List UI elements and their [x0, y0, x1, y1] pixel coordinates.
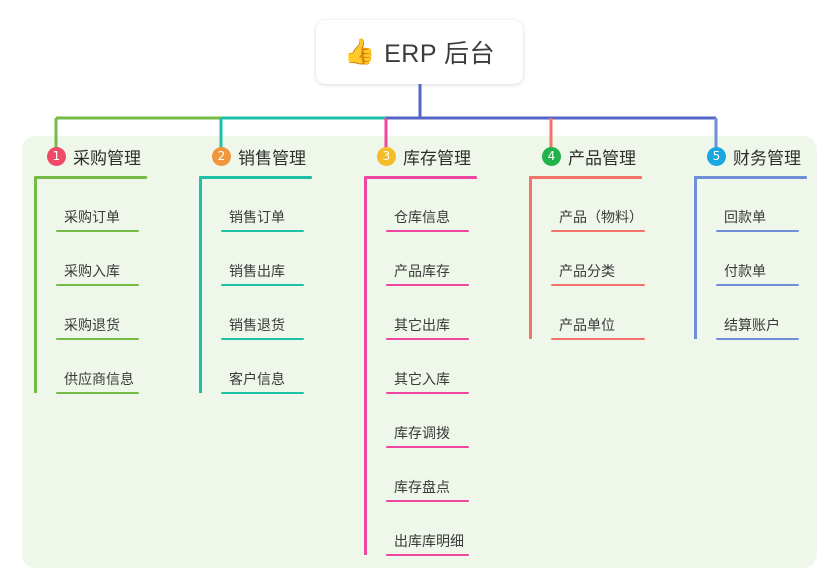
- root-node[interactable]: 👍 ERP 后台: [316, 20, 523, 84]
- leaf-underline: [551, 338, 645, 340]
- leaf-node[interactable]: 库存盘点: [386, 478, 469, 502]
- leaf-underline: [386, 230, 469, 232]
- branch-header-underline: [34, 176, 147, 179]
- leaf-node[interactable]: 产品分类: [551, 262, 645, 286]
- leaf-underline: [56, 392, 139, 394]
- leaf-label: 产品分类: [559, 263, 615, 279]
- leaf-node[interactable]: 出库库明细: [386, 532, 469, 556]
- branch-header-underline: [364, 176, 477, 179]
- leaf-label: 出库库明细: [394, 533, 464, 549]
- leaf-label: 采购入库: [64, 263, 120, 279]
- leaf-label: 付款单: [724, 263, 766, 279]
- leaf-underline: [386, 338, 469, 340]
- leaf-label: 产品单位: [559, 317, 615, 333]
- leaf-node[interactable]: 采购入库: [56, 262, 139, 286]
- leaf-label: 采购订单: [64, 209, 120, 225]
- leaf-underline: [221, 284, 304, 286]
- branch-header-1[interactable]: 1 采购管理: [34, 144, 141, 168]
- branch-header-4[interactable]: 4 产品管理: [529, 144, 636, 168]
- branch-number-badge: 5: [707, 146, 726, 166]
- leaf-underline: [551, 230, 645, 232]
- leaf-node[interactable]: 客户信息: [221, 370, 304, 394]
- leaf-underline: [386, 446, 469, 448]
- leaf-node[interactable]: 产品库存: [386, 262, 469, 286]
- leaf-node[interactable]: 其它入库: [386, 370, 469, 394]
- branch-header-underline: [694, 176, 807, 179]
- leaf-underline: [56, 230, 139, 232]
- leaf-node[interactable]: 付款单: [716, 262, 799, 286]
- leaf-node[interactable]: 销售出库: [221, 262, 304, 286]
- leaf-node[interactable]: 销售退货: [221, 316, 304, 340]
- branch-header-5[interactable]: 5 财务管理: [694, 144, 801, 168]
- branch-title: 库存管理: [403, 148, 471, 168]
- leaf-label: 供应商信息: [64, 371, 134, 387]
- branch-title: 采购管理: [73, 148, 141, 168]
- leaf-underline: [56, 284, 139, 286]
- leaf-underline: [221, 338, 304, 340]
- branch-number-badge: 4: [542, 146, 561, 166]
- leaf-underline: [386, 500, 469, 502]
- branch-title: 财务管理: [733, 148, 801, 168]
- root-title: ERP 后台: [384, 40, 496, 68]
- branch-number-badge: 1: [47, 146, 66, 166]
- leaf-node[interactable]: 产品（物料）: [551, 208, 645, 232]
- branch-column-2: 2 销售管理销售订单销售出库销售退货客户信息: [199, 144, 312, 394]
- branch-number-badge: 3: [377, 146, 396, 166]
- leaf-node[interactable]: 其它出库: [386, 316, 469, 340]
- leaf-underline: [221, 392, 304, 394]
- leaf-node[interactable]: 产品单位: [551, 316, 645, 340]
- branch-number-badge: 2: [212, 146, 231, 166]
- branch-header-3[interactable]: 3 库存管理: [364, 144, 471, 168]
- thumbs-up-icon: 👍: [343, 37, 376, 66]
- leaf-node[interactable]: 结算账户: [716, 316, 799, 340]
- leaf-underline: [56, 338, 139, 340]
- branch-title: 销售管理: [238, 148, 306, 168]
- leaf-label: 产品库存: [394, 263, 450, 279]
- leaf-underline: [386, 284, 469, 286]
- leaf-label: 其它出库: [394, 317, 450, 333]
- branch-header-underline: [529, 176, 642, 179]
- leaf-node[interactable]: 供应商信息: [56, 370, 139, 394]
- leaf-node[interactable]: 仓库信息: [386, 208, 469, 232]
- leaf-label: 产品（物料）: [559, 209, 643, 225]
- branch-column-4: 4 产品管理产品（物料） 产品分类产品单位: [529, 144, 645, 340]
- leaf-label: 库存盘点: [394, 479, 450, 495]
- leaf-underline: [716, 338, 799, 340]
- leaf-label: 仓库信息: [394, 209, 450, 225]
- leaf-label: 回款单: [724, 209, 766, 225]
- leaf-underline: [716, 230, 799, 232]
- branch-column-5: 5 财务管理回款单付款单结算账户: [694, 144, 807, 340]
- leaf-node[interactable]: 采购退货: [56, 316, 139, 340]
- branch-title: 产品管理: [568, 148, 636, 168]
- leaf-underline: [716, 284, 799, 286]
- leaf-label: 客户信息: [229, 371, 285, 387]
- leaf-label: 结算账户: [724, 317, 780, 333]
- leaf-label: 其它入库: [394, 371, 450, 387]
- branch-column-3: 3 库存管理仓库信息产品库存其它出库其它入库库存调拨库存盘点出库库明细: [364, 144, 477, 556]
- leaf-label: 销售退货: [229, 317, 285, 333]
- leaf-underline: [386, 554, 469, 556]
- leaf-underline: [221, 230, 304, 232]
- leaf-node[interactable]: 回款单: [716, 208, 799, 232]
- leaf-node[interactable]: 采购订单: [56, 208, 139, 232]
- leaf-node[interactable]: 销售订单: [221, 208, 304, 232]
- leaf-underline: [551, 284, 645, 286]
- leaf-label: 库存调拨: [394, 425, 450, 441]
- branch-header-underline: [199, 176, 312, 179]
- leaf-label: 销售出库: [229, 263, 285, 279]
- leaf-node[interactable]: 库存调拨: [386, 424, 469, 448]
- leaf-underline: [386, 392, 469, 394]
- branch-header-2[interactable]: 2 销售管理: [199, 144, 306, 168]
- leaf-label: 采购退货: [64, 317, 120, 333]
- branches-panel: [22, 136, 817, 568]
- leaf-label: 销售订单: [229, 209, 285, 225]
- branch-column-1: 1 采购管理采购订单采购入库采购退货供应商信息: [34, 144, 147, 394]
